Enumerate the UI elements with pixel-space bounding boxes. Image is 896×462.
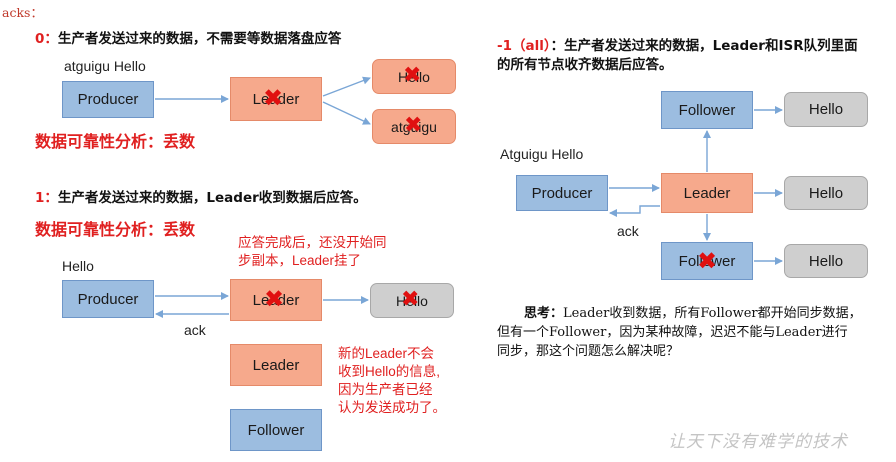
caseall-follower-top-box: Follower — [661, 91, 753, 129]
caseall-hello-mid-box: Hello — [784, 176, 868, 210]
case1-note2-line1: 新的Leader不会 — [338, 346, 435, 361]
caseall-producer-box: Producer — [516, 175, 608, 211]
case1-new-leader-box: Leader — [230, 344, 322, 386]
thinking-line1: 思考：Leader收到数据，所有Follower都开始同步数据， — [524, 302, 862, 321]
caseall-leader-box: Leader — [661, 173, 753, 213]
case1-title-prefix: 1： — [35, 190, 58, 206]
caseall-message: Atguigu Hello — [500, 146, 584, 162]
watermark: 让天下没有难学的技术 — [668, 432, 848, 452]
case1-title-text: 生产者发送过来的数据，Leader收到数据后应答。 — [57, 190, 367, 206]
caseall-ack-label: ack — [617, 223, 639, 239]
case1-message: Hello — [62, 258, 94, 274]
case1-title: 1：生产者发送过来的数据，Leader收到数据后应答。 — [35, 186, 367, 206]
case1-hello-box: Hello — [370, 283, 454, 318]
case1-note-line1: 应答完成后，还没开始同 — [238, 235, 387, 250]
thinking-label: 思考： — [524, 306, 564, 321]
acks-label: acks： — [2, 5, 43, 20]
case0-title-text: 生产者发送过来的数据，不需要等数据落盘应答 — [57, 31, 342, 47]
thinking-line2: 但有一个Follower，因为某种故障，迟迟不能与Leader进行 — [497, 325, 848, 340]
case0-message: atguigu Hello — [64, 58, 146, 74]
caseall-hello-top-box: Hello — [784, 92, 868, 127]
caseall-title-text1: ：生产者发送过来的数据，Leader和ISR队列里面 — [550, 38, 858, 54]
case0-hello-box: Hello — [372, 59, 456, 94]
case0-title-prefix: 0： — [35, 31, 58, 47]
case1-note2-line2: 收到Hello的信息, — [338, 364, 441, 379]
case1-hello-label: Hello — [396, 292, 428, 309]
case0-title: 0：生产者发送过来的数据，不需要等数据落盘应答 — [35, 27, 341, 47]
case0-leader-label: Leader — [252, 90, 300, 108]
caseall-title-line2: 的所有节点收齐数据后应答。 — [497, 57, 673, 73]
case0-arrow-leader-atguigu — [322, 101, 371, 125]
thinking-line3: 同步，那这个问题怎么解决呢？ — [497, 344, 680, 359]
case1-follower-box: Follower — [230, 409, 322, 451]
case1-old-leader-label: Leader — [252, 291, 300, 309]
caseall-follower-bottom-label: Follower — [678, 252, 736, 270]
case1-note2-line3: 因为生产者已经 — [338, 382, 433, 397]
caseall-title-prefix: -1（all） — [497, 38, 551, 54]
case0-leader-box: Leader — [230, 77, 322, 121]
case0-arrow-leader-hello — [322, 76, 371, 97]
case0-atguigu-box: atguigu — [372, 109, 456, 144]
case1-note2-line4: 认为发送成功了。 — [338, 400, 446, 415]
caseall-follower-bottom-box: Follower — [661, 242, 753, 280]
case1-note-leader-down: 应答完成后，还没开始同 步副本，Leader挂了 — [238, 234, 387, 270]
case0-hello-label: Hello — [398, 68, 430, 85]
case1-analysis: 数据可靠性分析：丢数 — [35, 220, 196, 239]
caseall-arrow-ack — [609, 205, 660, 217]
thinking-text1: Leader收到数据，所有Follower都开始同步数据， — [563, 306, 862, 321]
case0-analysis: 数据可靠性分析：丢数 — [35, 132, 196, 151]
case1-producer-box: Producer — [62, 280, 154, 318]
caseall-title-line1: -1（all）：生产者发送过来的数据，Leader和ISR队列里面 — [497, 34, 858, 54]
caseall-hello-bottom-box: Hello — [784, 244, 868, 278]
case1-note-new-leader: 新的Leader不会 收到Hello的信息, 因为生产者已经 认为发送成功了。 — [338, 345, 446, 417]
case0-producer-box: Producer — [62, 81, 154, 118]
case1-old-leader-box: Leader — [230, 279, 322, 321]
case1-ack-label: ack — [184, 322, 206, 338]
case0-atguigu-label: atguigu — [391, 118, 437, 135]
case1-note-line2: 步副本，Leader挂了 — [238, 253, 362, 268]
